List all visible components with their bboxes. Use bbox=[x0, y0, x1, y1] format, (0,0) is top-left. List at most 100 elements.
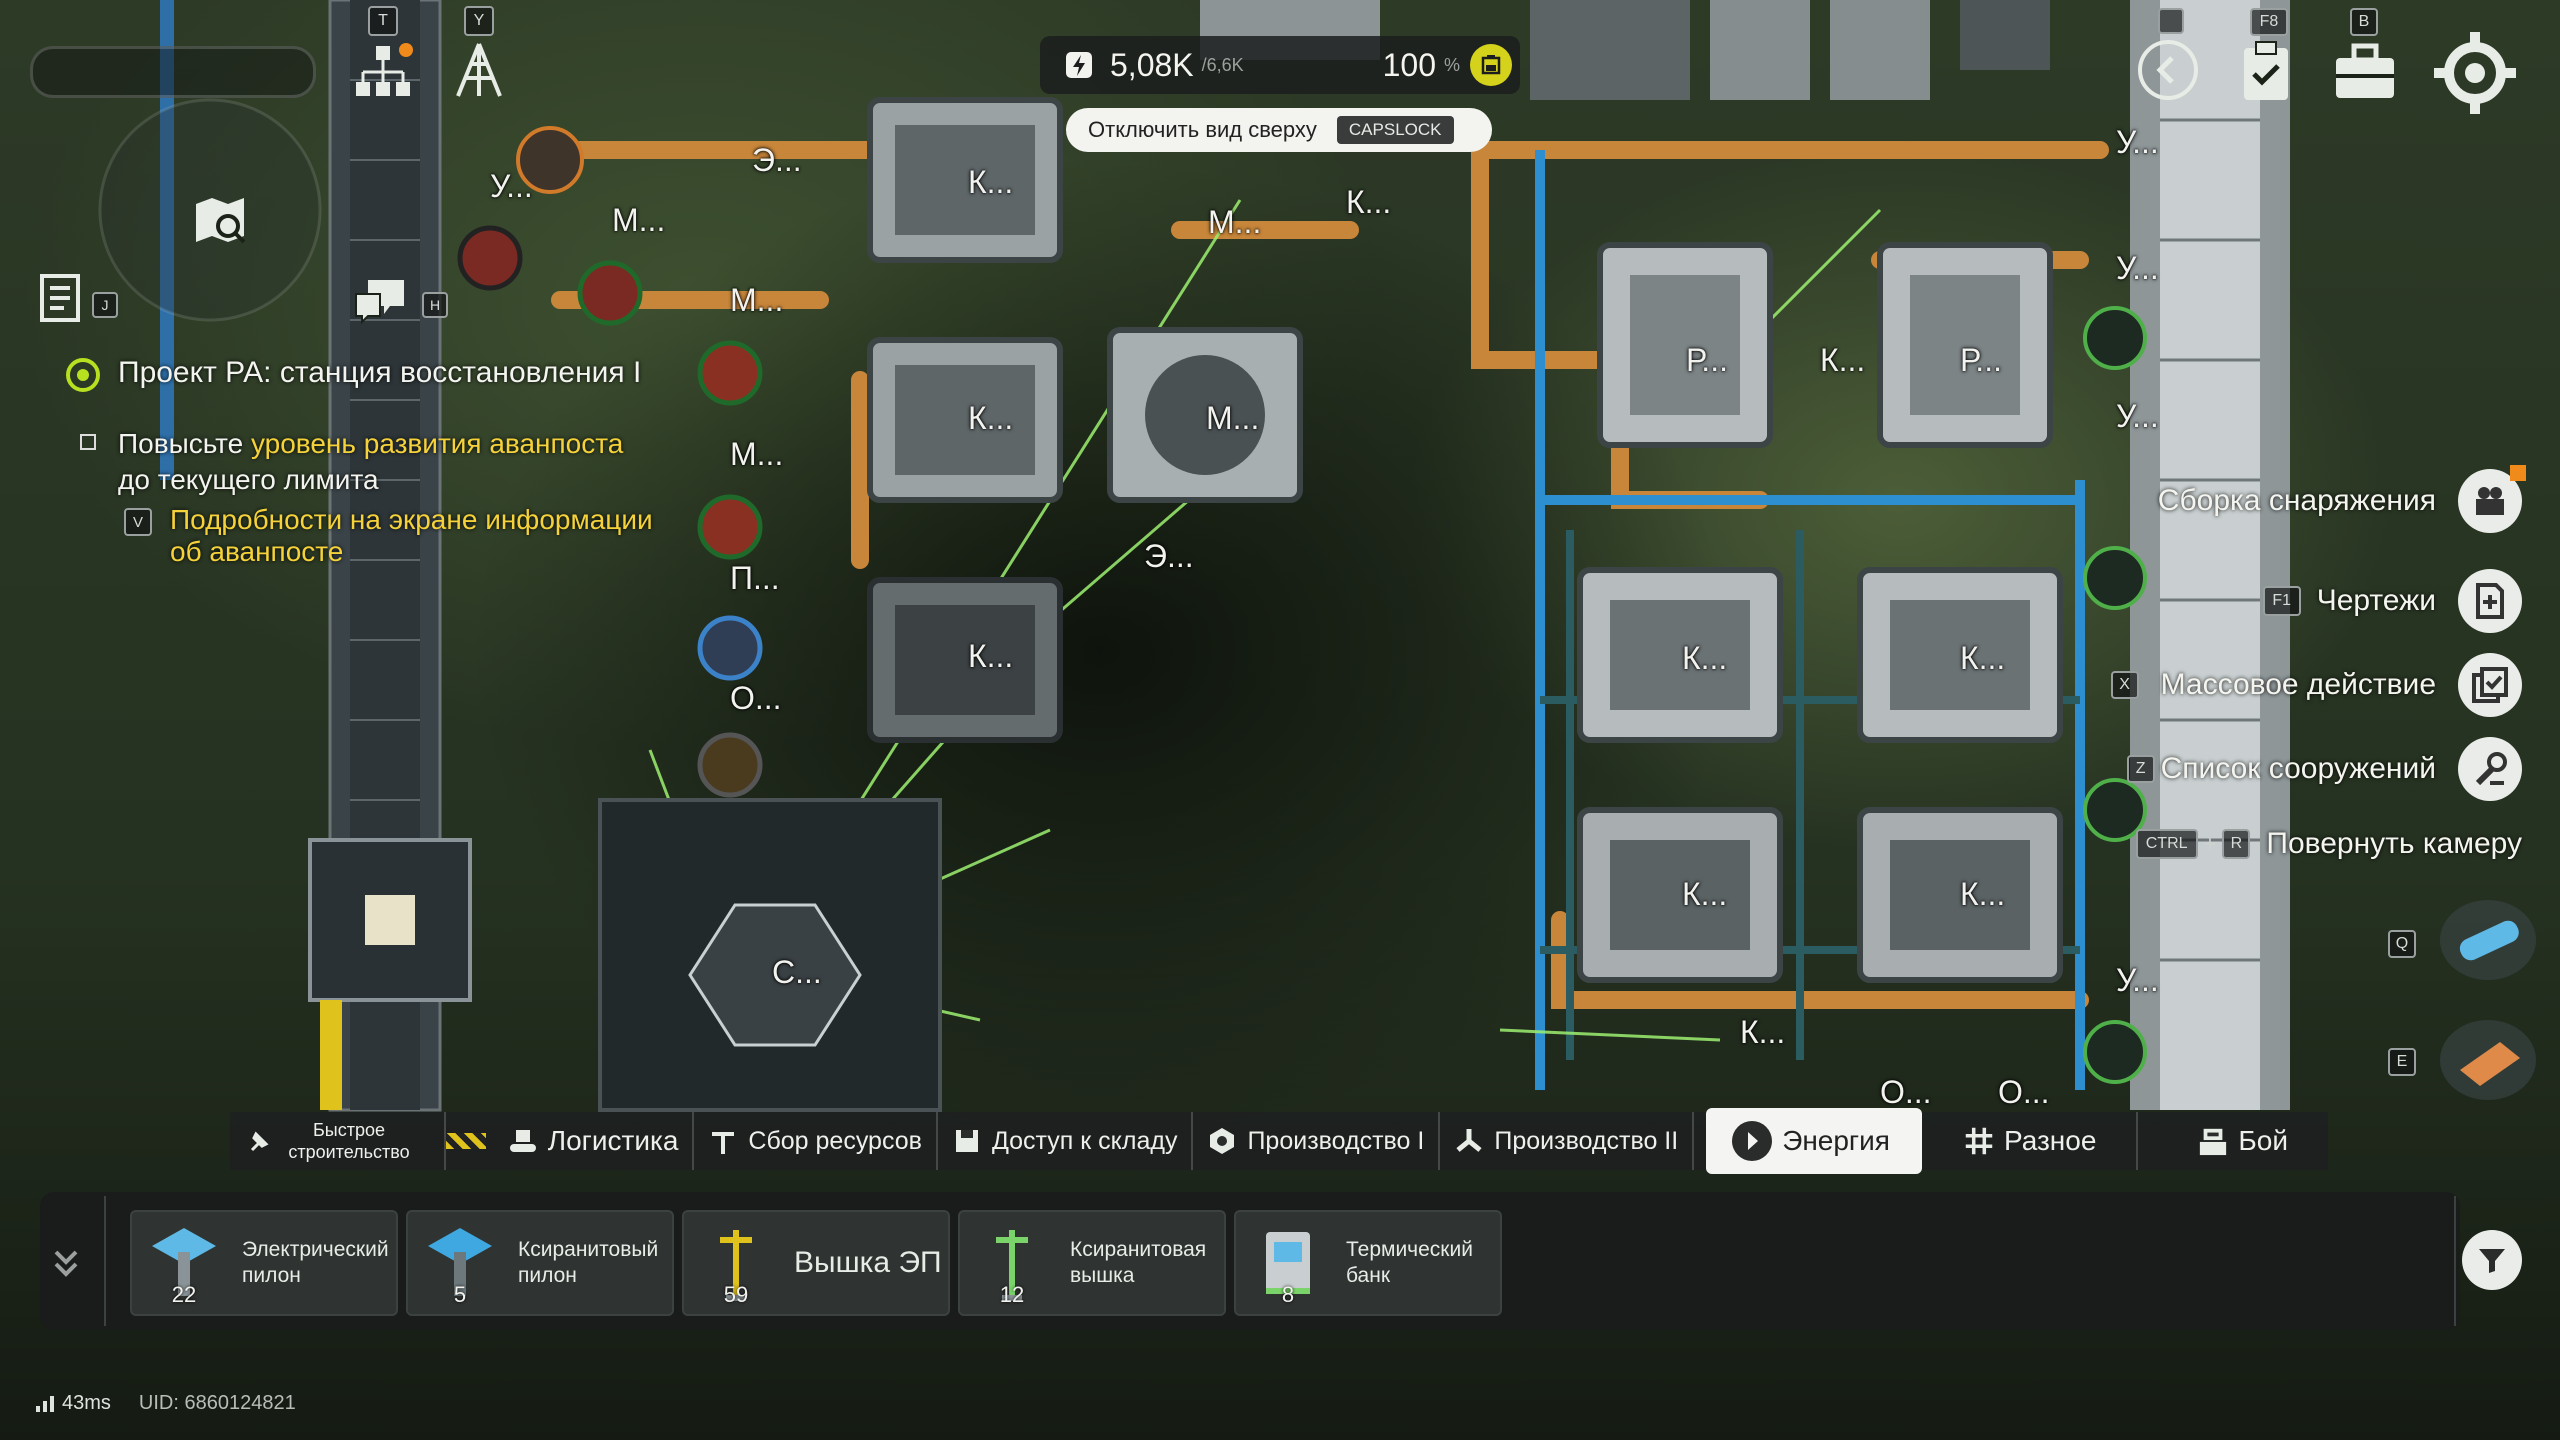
world-label[interactable]: О... bbox=[1880, 1074, 1932, 1110]
blueprint-tree-button[interactable] bbox=[446, 38, 512, 104]
world-label[interactable]: К... bbox=[1346, 184, 1392, 220]
hotkey-x: X bbox=[2110, 671, 2139, 699]
world-label[interactable]: К... bbox=[968, 164, 1014, 200]
world-label[interactable]: Э... bbox=[1144, 538, 1194, 574]
category-combat[interactable]: Бой bbox=[2138, 1112, 2328, 1170]
task-highlight[interactable]: уровень развития аванпоста bbox=[250, 428, 624, 459]
hotkey-f1: F1 bbox=[2262, 586, 2301, 616]
inventory-button[interactable] bbox=[2330, 40, 2400, 102]
hotkey-e: E bbox=[2388, 1048, 2416, 1076]
battery-unit: % bbox=[1443, 54, 1460, 75]
objective-details-link[interactable]: Подробности на экране информации об аван… bbox=[170, 504, 653, 568]
category-label: Сбор ресурсов bbox=[748, 1126, 922, 1155]
building-card-relay-tower[interactable]: 59 Вышка ЭП bbox=[682, 1210, 950, 1316]
world-label[interactable]: К... bbox=[1960, 876, 2006, 912]
filter-button[interactable] bbox=[2462, 1230, 2522, 1290]
world-label[interactable]: К... bbox=[1820, 342, 1866, 378]
world-label[interactable]: К... bbox=[1682, 640, 1728, 676]
build-category-bar: Быстрое строительство Логистика Сбор рес… bbox=[230, 1108, 2328, 1174]
grid-icon bbox=[1964, 1126, 1994, 1156]
tech-tree-button[interactable] bbox=[350, 38, 416, 104]
uid-value: UID: 6860124821 bbox=[138, 1392, 296, 1414]
collapse-tray-button[interactable] bbox=[46, 1244, 86, 1284]
world-label[interactable]: К... bbox=[1740, 1014, 1786, 1050]
thermal-bank-icon bbox=[1266, 1232, 1310, 1294]
fan-icon bbox=[1454, 1126, 1484, 1156]
world-label[interactable]: К... bbox=[1682, 876, 1728, 912]
scanner-tool-button[interactable] bbox=[2440, 900, 2536, 980]
world-label[interactable]: О... bbox=[730, 680, 782, 716]
settings-button[interactable] bbox=[2430, 28, 2520, 118]
top-view-label: Отключить вид сверху bbox=[1088, 117, 1317, 142]
top-view-tooltip[interactable]: Отключить вид сверху CAPSLOCK bbox=[1066, 108, 1492, 152]
filter-icon bbox=[2479, 1249, 2505, 1273]
world-label[interactable]: М... bbox=[1208, 204, 1262, 240]
tray-divider-right bbox=[2454, 1196, 2456, 1326]
category-resource-gathering[interactable]: Сбор ресурсов bbox=[694, 1112, 938, 1170]
world-label[interactable]: У... bbox=[490, 168, 533, 204]
world-label[interactable]: М... bbox=[612, 202, 666, 238]
world-label[interactable]: К... bbox=[968, 400, 1014, 436]
chat-button[interactable] bbox=[350, 272, 410, 328]
plate-tool-button[interactable] bbox=[2440, 1020, 2536, 1100]
category-misc[interactable]: Разное bbox=[1934, 1112, 2139, 1170]
menu-gear-assembly[interactable]: Сборка снаряжения bbox=[1982, 465, 2526, 536]
electric-pylon-icon bbox=[152, 1228, 216, 1296]
category-production-2[interactable]: Производство II bbox=[1440, 1112, 1695, 1170]
world-label[interactable]: К... bbox=[1960, 640, 2006, 676]
hotkey-t: T bbox=[368, 6, 398, 36]
search-box[interactable] bbox=[30, 46, 316, 98]
briefcase-icon bbox=[2336, 43, 2394, 98]
world-label[interactable]: О... bbox=[1998, 1074, 2050, 1110]
hotkey-z: Z bbox=[2126, 755, 2155, 783]
world-label[interactable]: Э... bbox=[752, 142, 802, 178]
world-label[interactable]: С... bbox=[772, 954, 822, 990]
world-label[interactable]: К... bbox=[968, 638, 1014, 674]
world-label[interactable]: У... bbox=[2116, 124, 2159, 160]
battery-icon bbox=[1470, 44, 1512, 86]
objective-title[interactable]: Проект РА: станция восстановления I bbox=[118, 356, 642, 389]
plus-sign: + bbox=[2203, 831, 2217, 856]
world-label[interactable]: Р... bbox=[1686, 342, 1728, 378]
map-button[interactable] bbox=[190, 190, 250, 250]
world-label[interactable]: П... bbox=[730, 560, 780, 596]
power-value: 5,08K bbox=[1110, 46, 1194, 83]
world-label[interactable]: У... bbox=[2116, 962, 2159, 998]
menu-structure-list[interactable]: Z Список сооружений bbox=[1982, 734, 2522, 804]
energy-icon bbox=[1732, 1121, 1773, 1161]
objective-task: Повысьте уровень развития аванпоста до т… bbox=[118, 426, 623, 498]
hotkey-h: H bbox=[422, 292, 448, 318]
category-production-1[interactable]: Производство I bbox=[1193, 1112, 1441, 1170]
back-button[interactable] bbox=[2138, 40, 2198, 100]
pin-icon bbox=[244, 1126, 274, 1156]
building-count: 59 bbox=[723, 1282, 749, 1307]
category-quick-build[interactable]: Быстрое строительство bbox=[230, 1112, 447, 1170]
world-label[interactable]: М... bbox=[1206, 400, 1260, 436]
category-storage-access[interactable]: Доступ к складу bbox=[938, 1112, 1194, 1170]
menu-mass-action[interactable]: X Массовое действие bbox=[1982, 650, 2522, 720]
category-energy[interactable]: Энергия bbox=[1706, 1108, 1922, 1174]
menu-rotate-camera[interactable]: CTRL + R Повернуть камеру bbox=[1982, 824, 2522, 864]
menu-blueprints[interactable]: F1 Чертежи bbox=[1982, 566, 2522, 636]
notes-button[interactable] bbox=[36, 270, 88, 326]
objective-marker-icon bbox=[66, 358, 100, 392]
world-label[interactable]: М... bbox=[730, 436, 784, 472]
world-label[interactable]: У... bbox=[2116, 250, 2159, 286]
double-chevron-down-icon bbox=[54, 1250, 78, 1277]
ping-value: 43ms bbox=[62, 1392, 111, 1414]
chat-icon bbox=[355, 280, 404, 325]
clipboard-button[interactable] bbox=[2236, 38, 2296, 104]
task-prefix: Повысьте bbox=[118, 428, 251, 459]
category-logistics[interactable]: Логистика bbox=[494, 1112, 695, 1170]
world-label[interactable]: Р... bbox=[1960, 342, 2002, 378]
world-label[interactable]: У... bbox=[2116, 398, 2159, 434]
category-label: Быстрое строительство bbox=[288, 1120, 410, 1162]
world-label[interactable]: М... bbox=[730, 282, 784, 318]
